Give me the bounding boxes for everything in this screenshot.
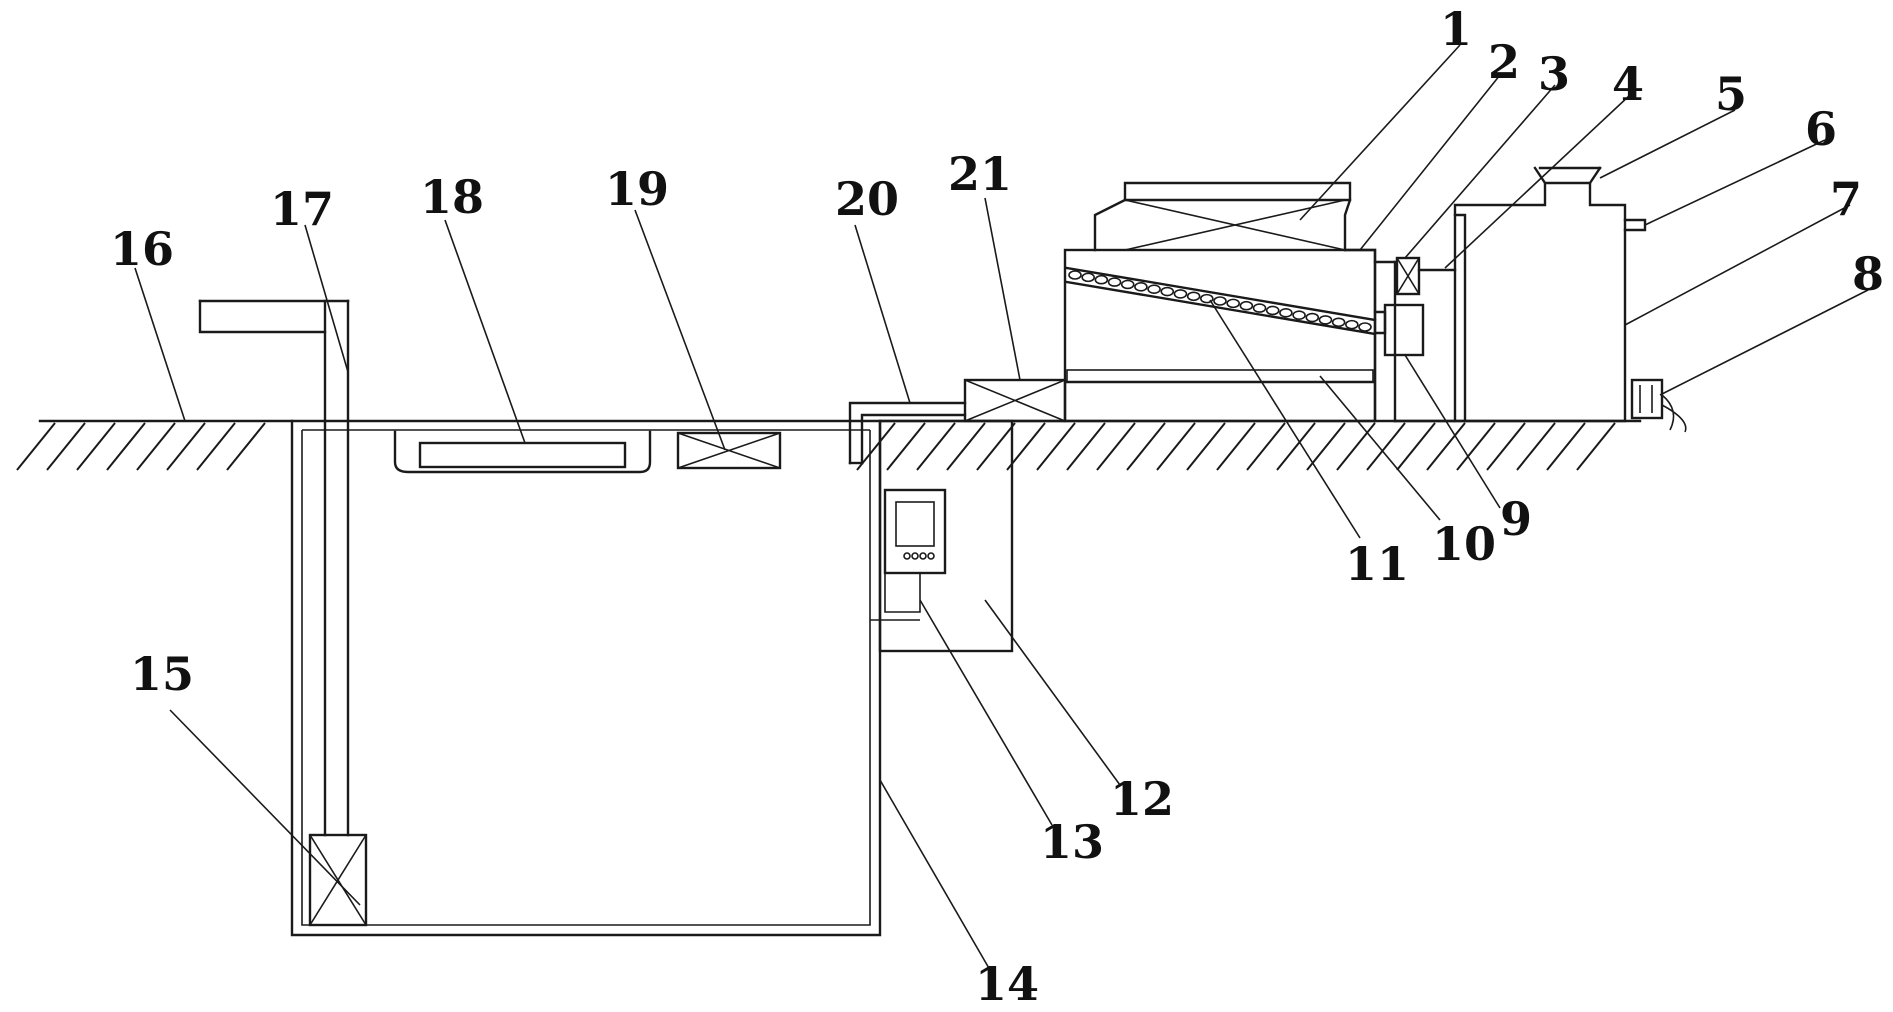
hatch-stroke (46, 422, 86, 471)
label-19: 19 (605, 162, 669, 216)
screen-bead (1213, 296, 1227, 306)
hatch-stroke (136, 422, 176, 471)
control-box-12 (870, 419, 1014, 653)
hatch-stroke (196, 422, 236, 471)
label-14: 14 (975, 957, 1039, 1011)
label-10: 10 (1432, 517, 1496, 571)
hatch-stroke (1306, 422, 1346, 471)
hatch-stroke (226, 422, 266, 471)
label-13: 13 (1040, 815, 1104, 869)
label-2: 2 (1488, 35, 1520, 89)
riser-pipe (198, 299, 350, 837)
reference-numerals: 1 2 3 4 5 6 7 8 9 10 11 12 13 14 15 16 1… (110, 2, 1884, 1011)
hatch-stroke (1156, 422, 1196, 471)
screen-bead (1292, 310, 1306, 320)
label-16: 16 (110, 222, 174, 276)
screen-bead (1173, 289, 1188, 299)
hatch-stroke (16, 422, 56, 471)
label-7: 7 (1830, 172, 1862, 226)
underground-tank (290, 419, 882, 937)
label-18: 18 (420, 170, 484, 224)
hatch-stroke (1426, 422, 1466, 471)
hatch-stroke (1276, 422, 1316, 471)
screen-bead (1279, 308, 1293, 318)
label-17: 17 (270, 182, 334, 236)
screen-bead (1252, 303, 1267, 313)
screen-bead (1107, 277, 1122, 287)
screen-bead (1081, 272, 1095, 283)
filter-box (1063, 181, 1425, 423)
label-6: 6 (1805, 102, 1837, 156)
ground (16, 419, 1642, 471)
connector-3 (1373, 256, 1457, 423)
hatch-stroke (1396, 422, 1436, 471)
hatch-stroke (1456, 422, 1496, 471)
hatch-stroke (886, 422, 926, 471)
hatch-stroke (106, 422, 146, 471)
label-21: 21 (948, 147, 1012, 201)
screen-bead (1239, 300, 1254, 311)
hatch-stroke (76, 422, 116, 471)
hatch-stroke (916, 422, 956, 471)
screen-bead (1265, 305, 1280, 316)
hatch-stroke (946, 422, 986, 471)
label-20: 20 (835, 172, 899, 226)
label-4: 4 (1612, 57, 1644, 111)
label-3: 3 (1538, 47, 1570, 101)
hatch-stroke (1546, 422, 1586, 471)
hatch-stroke (1066, 422, 1106, 471)
right-tank (1453, 166, 1687, 433)
valve-21 (963, 378, 1067, 423)
screen-bead (1318, 315, 1333, 325)
screen-bead (1120, 279, 1135, 290)
label-15: 15 (130, 647, 194, 701)
hatch-stroke (856, 422, 896, 471)
hatch-stroke (976, 422, 1016, 471)
screen-bead (1134, 282, 1148, 292)
inlet-pipe-20 (848, 401, 967, 465)
hatch-stroke (166, 422, 206, 471)
hatch-stroke (1216, 422, 1256, 471)
hatch-stroke (1096, 422, 1136, 471)
screen-bead (1305, 312, 1320, 323)
hatch-stroke (1186, 422, 1226, 471)
hatch-stroke (1516, 422, 1556, 471)
screen-bead (1226, 298, 1240, 309)
screen-bead (1068, 270, 1082, 280)
pump (308, 833, 368, 927)
label-11: 11 (1345, 537, 1409, 591)
ground-hatching (16, 422, 1616, 471)
screen-bead (1345, 319, 1359, 330)
hatch-stroke (1006, 422, 1046, 471)
hatch-stroke (1576, 422, 1616, 471)
screen-bead (1331, 317, 1346, 328)
screen-bead (1147, 284, 1161, 294)
controller-13 (883, 488, 947, 575)
screen-bead (1160, 286, 1175, 297)
label-12: 12 (1110, 772, 1174, 826)
hatch-stroke (1126, 422, 1166, 471)
screen-bead (1358, 322, 1372, 332)
component-18 (393, 430, 652, 474)
hatch-stroke (1366, 422, 1406, 471)
hatch-stroke (1246, 422, 1286, 471)
component-19 (676, 431, 782, 470)
label-1: 1 (1440, 2, 1472, 56)
hatch-stroke (1486, 422, 1526, 471)
screen-bead (1200, 293, 1214, 304)
screen-bead (1094, 274, 1109, 285)
leader-lines (134, 44, 1869, 971)
screen-beads (1068, 270, 1372, 332)
hatch-stroke (1036, 422, 1076, 471)
screen-bead (1186, 291, 1201, 302)
label-5: 5 (1715, 67, 1747, 121)
hatch-stroke (1336, 422, 1376, 471)
label-8: 8 (1852, 247, 1884, 301)
label-9: 9 (1500, 492, 1532, 546)
